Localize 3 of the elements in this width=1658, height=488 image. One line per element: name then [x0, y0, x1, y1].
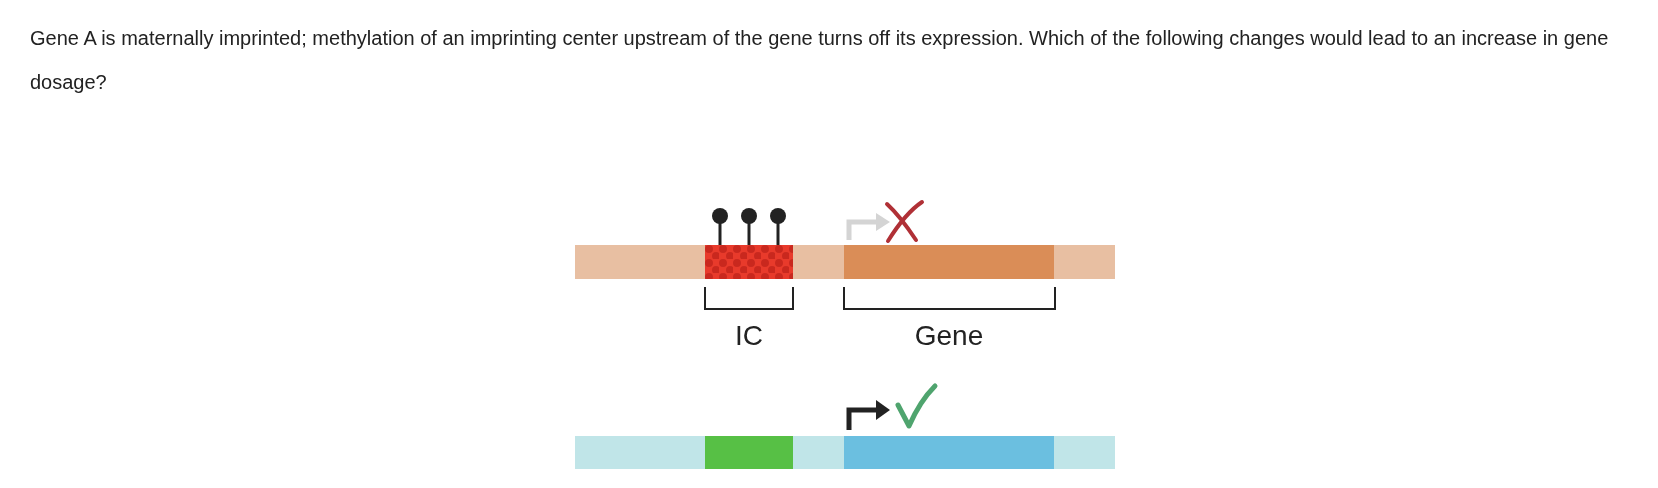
region-label: IC	[734, 319, 764, 353]
region-label: Gene	[913, 319, 985, 353]
question-text: Gene A is maternally imprinted; methylation of an imprinting center upstream of the gene turns off its expression. Which of the following changes would lead to an increase in gene dosage?	[30, 26, 1610, 95]
